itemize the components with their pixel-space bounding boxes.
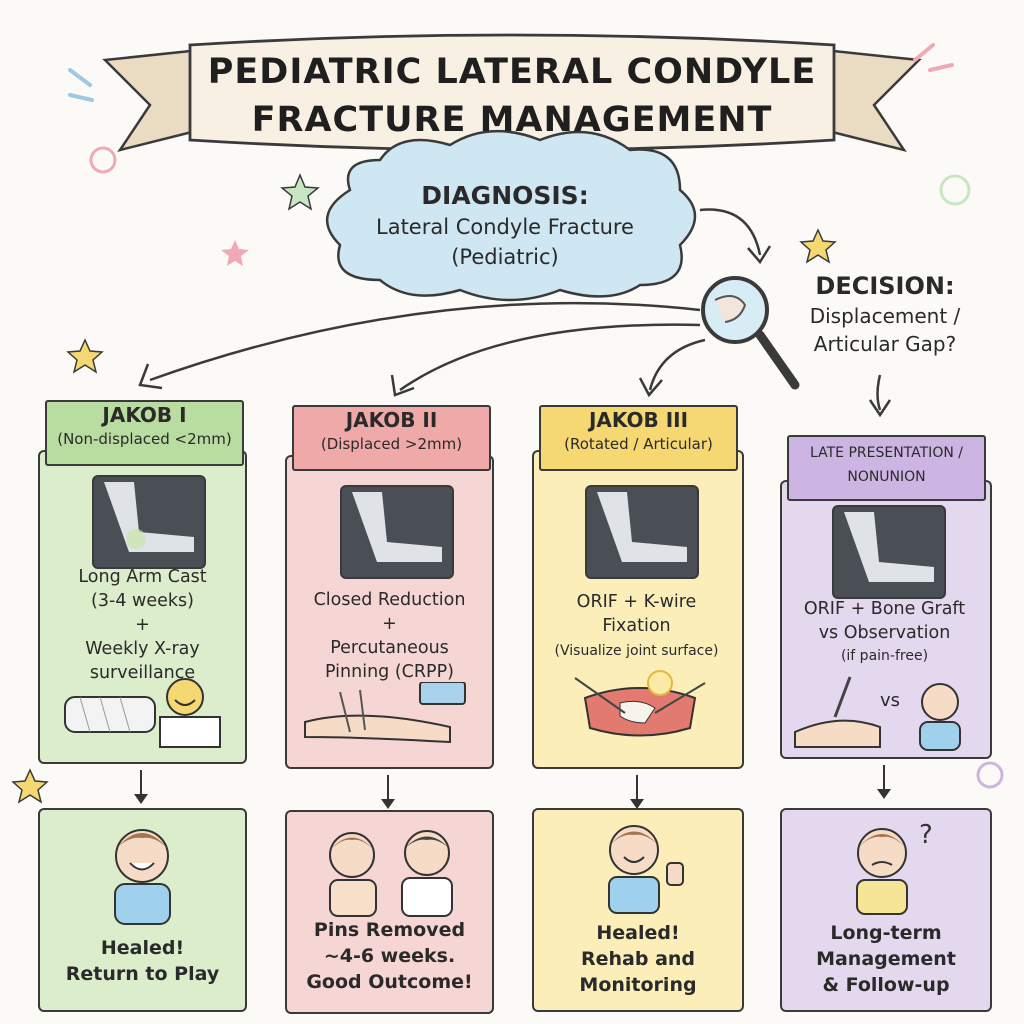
diagnosis-cloud: DIAGNOSIS: Lateral Condyle Fracture (Ped… <box>330 180 680 272</box>
treatment-line: vs Observation <box>818 623 951 643</box>
treatment-line: Fixation <box>602 616 671 636</box>
outcome-line: Management <box>816 948 956 970</box>
diagnosis-line1: Lateral Condyle Fracture <box>376 215 634 239</box>
outcome-line: Long-term <box>830 922 942 944</box>
late-ribbon: LATE PRESENTATION / NONUNION <box>787 435 986 501</box>
late-sub: NONUNION <box>847 469 926 485</box>
happy-child-icon <box>114 829 171 925</box>
decision-line1: Displacement / <box>809 304 961 328</box>
diagnosis-heading: DIAGNOSIS: <box>421 181 589 210</box>
xray-image-1 <box>92 475 206 569</box>
outcome-line: Healed! <box>596 922 680 944</box>
child-and-doctor-icon <box>329 830 453 917</box>
orif-illustration <box>574 670 706 737</box>
jakob-3-treatment: ORIF + K-wire Fixation <box>539 590 734 638</box>
arrow-down-3 <box>630 775 644 809</box>
graft-vs-observation-illustration <box>794 676 961 751</box>
jakob-3-ribbon: JAKOB III (Rotated / Articular) <box>539 405 738 471</box>
arrow-down-4 <box>877 765 891 799</box>
outcome-4-text: Long-term Management & Follow-up <box>782 920 990 998</box>
questioning-child-icon: ? <box>856 820 933 915</box>
xray-image-4 <box>832 505 946 599</box>
thumbs-up-child-icon <box>608 825 684 914</box>
outcome-line: Pins Removed <box>313 919 466 941</box>
treatment-line: Pinning (CRPP) <box>325 662 454 682</box>
arrow-down-2 <box>381 775 395 809</box>
treatment-line: Percutaneous <box>330 638 449 658</box>
outcome-line: Return to Play <box>65 963 220 985</box>
outcome-3-text: Healed! Rehab and Monitoring <box>534 920 742 998</box>
title-line2: FRACTURE MANAGEMENT <box>251 100 773 140</box>
jakob-1-treatment: Long Arm Cast (3-4 weeks) + Weekly X-ray… <box>45 565 240 685</box>
treatment-line: surveillance <box>89 663 196 683</box>
outcome-line: Good Outcome! <box>306 971 473 993</box>
late-note: (if pain-free) <box>840 648 929 664</box>
arrow-down-1 <box>134 770 148 804</box>
outcome-1-text: Healed! Return to Play <box>40 935 245 987</box>
outcome-line: ~4-6 weeks. <box>323 945 456 967</box>
decision-heading: DECISION: <box>815 272 955 300</box>
outcome-2-text: Pins Removed ~4-6 weeks. Good Outcome! <box>287 917 492 995</box>
diagnosis-line2: (Pediatric) <box>451 245 559 269</box>
outcome-line: Healed! <box>100 937 185 959</box>
outcome-line: & Follow-up <box>822 974 950 996</box>
jakob-3-name: JAKOB III <box>588 408 689 432</box>
treatment-line: Long Arm Cast <box>78 567 207 587</box>
pinning-illustration <box>304 682 466 744</box>
jakob-2-treatment: Closed Reduction + Percutaneous Pinning … <box>292 588 487 684</box>
outcome-3-card: Healed! Rehab and Monitoring <box>532 808 744 1012</box>
treatment-line: + <box>135 615 150 635</box>
jakob-1-sub: (Non-displaced <2mm) <box>57 430 232 448</box>
jakob-3-note: (Visualize joint surface) <box>554 643 719 659</box>
treatment-line: (3-4 weeks) <box>91 591 194 611</box>
title-line1: PEDIATRIC LATERAL CONDYLE <box>207 52 817 92</box>
outcome-4-card: ? Long-term Management & Follow-up <box>780 808 992 1012</box>
jakob-2-sub: (Displaced >2mm) <box>320 435 463 453</box>
xray-image-2 <box>340 485 454 579</box>
treatment-line: ORIF + K-wire <box>576 592 697 612</box>
decision-line2: Articular Gap? <box>813 332 957 356</box>
late-name: LATE PRESENTATION / <box>810 445 963 461</box>
cast-illustration <box>64 678 221 748</box>
treatment-line: + <box>382 614 397 634</box>
outcome-1-card: Healed! Return to Play <box>38 808 247 1012</box>
svg-text:?: ? <box>919 820 933 850</box>
decision-node: DECISION: Displacement / Articular Gap? <box>780 270 990 358</box>
jakob-2-ribbon: JAKOB II (Displaced >2mm) <box>292 405 491 471</box>
treatment-line: ORIF + Bone Graft <box>803 599 966 619</box>
outcome-line: Rehab and <box>580 948 696 970</box>
jakob-1-ribbon: JAKOB I (Non-displaced <2mm) <box>45 400 244 466</box>
xray-image-3 <box>585 485 699 579</box>
vs-label: vs <box>880 690 901 711</box>
jakob-3-sub: (Rotated / Articular) <box>564 435 713 453</box>
jakob-2-name: JAKOB II <box>345 408 438 432</box>
page-title: PEDIATRIC LATERAL CONDYLE FRACTURE MANAG… <box>200 48 824 144</box>
treatment-line: Weekly X-ray <box>85 639 200 659</box>
late-treatment: ORIF + Bone Graft vs Observation <box>787 597 982 645</box>
outcome-2-card: Pins Removed ~4-6 weeks. Good Outcome! <box>285 810 494 1014</box>
outcome-line: Monitoring <box>579 974 697 996</box>
jakob-1-name: JAKOB I <box>102 403 187 427</box>
treatment-line: Closed Reduction <box>313 590 466 610</box>
